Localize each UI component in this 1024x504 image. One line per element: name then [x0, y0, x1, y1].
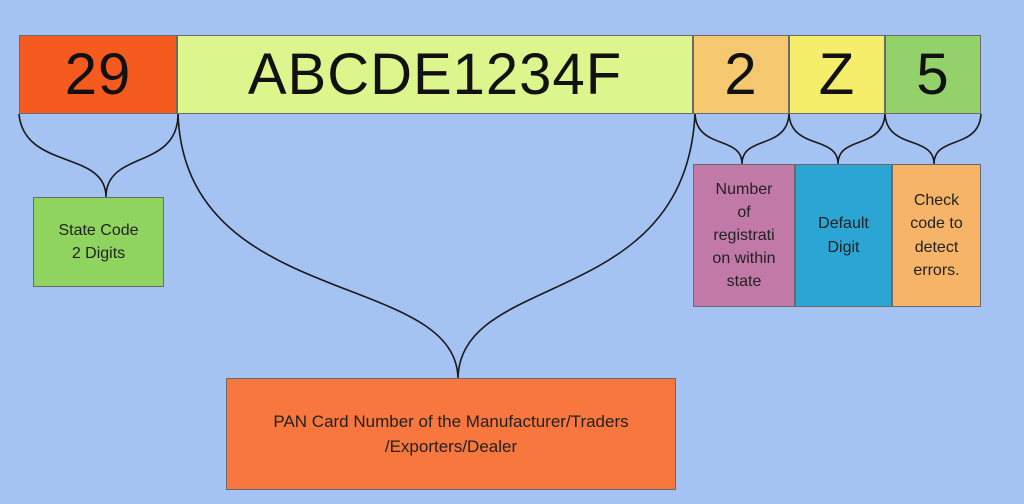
default-digit-segment: Z [789, 35, 885, 114]
pan-segment: ABCDE1234F [177, 35, 693, 114]
default-digit-label: Default Digit [818, 215, 869, 256]
state-code-value: 29 [64, 42, 132, 107]
state-code-segment: 29 [19, 35, 177, 114]
entity-number-label: Number of registrati on within state [712, 180, 776, 291]
entity-number-segment: 2 [693, 35, 789, 114]
check-code-segment: 5 [885, 35, 981, 114]
entity-number-label-box: Number of registrati on within state [693, 164, 795, 307]
default-digit-brace [788, 113, 886, 165]
state-code-label-box: State Code 2 Digits [33, 197, 164, 287]
check-code-label: Check code to detect errors. [910, 192, 963, 279]
entity-number-brace [694, 113, 790, 165]
pan-brace [177, 113, 696, 379]
pan-label: PAN Card Number of the Manufacturer/Trad… [273, 411, 629, 457]
state-code-brace [18, 113, 179, 198]
entity-number-value: 2 [724, 42, 758, 107]
check-code-value: 5 [916, 42, 950, 107]
pan-value: ABCDE1234F [247, 42, 623, 107]
default-digit-label-box: Default Digit [795, 164, 892, 307]
pan-label-box: PAN Card Number of the Manufacturer/Trad… [226, 378, 676, 490]
default-digit-value: Z [818, 42, 856, 107]
state-code-label: State Code 2 Digits [58, 221, 139, 262]
check-code-label-box: Check code to detect errors. [892, 164, 981, 307]
check-code-brace [884, 113, 982, 165]
